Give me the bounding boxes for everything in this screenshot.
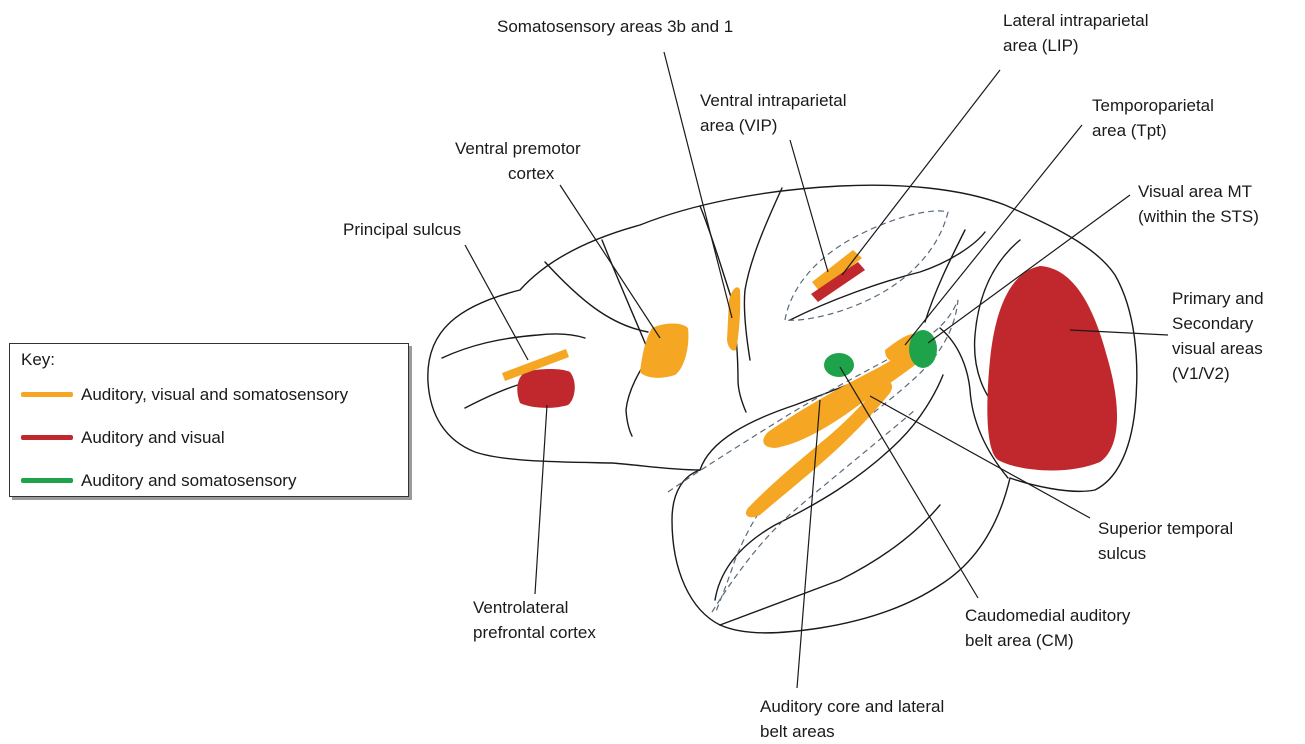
ips-dashed-outline <box>785 211 948 320</box>
label-line: belt areas <box>760 719 944 744</box>
label-line: Ventral intraparietal <box>700 88 846 113</box>
label-line: Principal sulcus <box>343 217 461 242</box>
label-line: (V1/V2) <box>1172 361 1264 386</box>
label-auditory-core: Auditory core and lateral belt areas <box>760 694 944 744</box>
label-line: Ventral premotor <box>455 136 581 161</box>
vlpfc-region <box>517 369 575 408</box>
label-lip: Lateral intraparietal area (LIP) <box>1003 8 1149 58</box>
label-line: area (VIP) <box>700 113 846 138</box>
label-line: Auditory core and lateral <box>760 694 944 719</box>
intraparietal-sulcus <box>790 232 985 320</box>
label-line: Somatosensory areas 3b and 1 <box>497 14 733 39</box>
label-vip: Ventral intraparietal area (VIP) <box>700 88 846 138</box>
label-somatosensory-3b1: Somatosensory areas 3b and 1 <box>497 14 733 39</box>
label-line: sulcus <box>1098 541 1233 566</box>
leader-cm <box>840 367 978 598</box>
somatosensory-3b1-region <box>727 287 740 350</box>
label-line: Visual area MT <box>1138 179 1259 204</box>
cm-region <box>824 353 854 377</box>
label-line: area (Tpt) <box>1092 118 1214 143</box>
leader-auditory-core <box>797 400 820 688</box>
label-vlpfc: Ventrolateral prefrontal cortex <box>473 595 596 645</box>
label-line: Lateral intraparietal <box>1003 8 1149 33</box>
label-line: Superior temporal <box>1098 516 1233 541</box>
leader-vlpfc <box>535 405 547 594</box>
label-line: Temporoparietal <box>1092 93 1214 118</box>
label-line: Ventrolateral <box>473 595 596 620</box>
label-line: belt area (CM) <box>965 628 1130 653</box>
sts-upper-lip <box>925 230 965 322</box>
label-line: area (LIP) <box>1003 33 1149 58</box>
label-mt: Visual area MT (within the STS) <box>1138 179 1259 229</box>
arcuate-sulcus <box>602 240 650 436</box>
lower-dashed-outline <box>712 410 915 612</box>
label-line: prefrontal cortex <box>473 620 596 645</box>
label-line: visual areas <box>1172 336 1264 361</box>
label-sts: Superior temporal sulcus <box>1098 516 1233 566</box>
legend-title: Key: <box>21 350 55 370</box>
postcentral-sulcus <box>744 188 782 360</box>
legend-swatch <box>21 392 73 397</box>
label-principal-sulcus: Principal sulcus <box>343 217 461 242</box>
legend-label: Auditory and somatosensory <box>81 468 296 493</box>
label-v1v2: Primary and Secondary visual areas (V1/V… <box>1172 286 1264 386</box>
leader-vip <box>790 140 828 272</box>
leader-principal-sulcus <box>465 245 528 360</box>
leader-lip <box>842 70 1000 275</box>
label-cm: Caudomedial auditory belt area (CM) <box>965 603 1130 653</box>
legend-box: Key: Auditory, visual and somatosensory … <box>9 343 409 497</box>
label-line: Caudomedial auditory <box>965 603 1130 628</box>
label-line: cortex <box>455 161 581 186</box>
legend-swatch <box>21 435 73 440</box>
legend-label: Auditory, visual and somatosensory <box>81 382 348 407</box>
label-tpt: Temporoparietal area (Tpt) <box>1092 93 1214 143</box>
label-ventral-premotor: Ventral premotor cortex <box>455 136 581 186</box>
v1v2-region <box>987 266 1117 470</box>
label-line: (within the STS) <box>1138 204 1259 229</box>
leader-ventral-premotor <box>560 185 660 338</box>
legend-swatch <box>21 478 73 483</box>
legend-label: Auditory and visual <box>81 425 225 450</box>
label-line: Secondary <box>1172 311 1264 336</box>
label-line: Primary and <box>1172 286 1264 311</box>
